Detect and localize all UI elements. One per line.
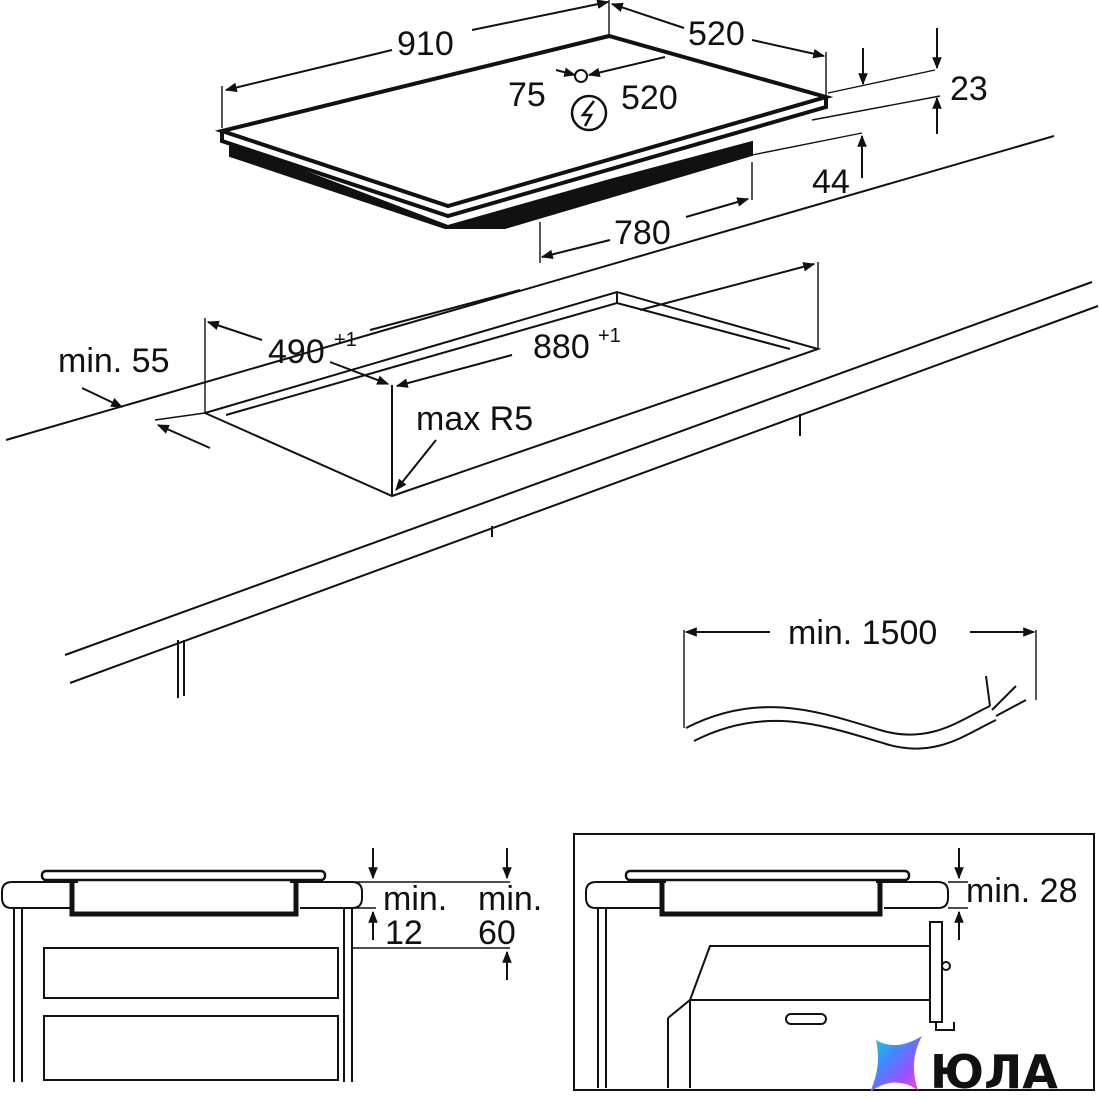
drawer-upper (43, 947, 339, 999)
hob-box-section-left (69, 882, 299, 917)
cutout-width-tolerance: +1 (598, 325, 621, 347)
dim-line-490-right (329, 361, 390, 385)
dim-line-880-left (395, 354, 513, 388)
box-width-label: 780 (614, 214, 671, 252)
watermark: ЮЛА (870, 1036, 1058, 1099)
dim-line-880-right (639, 262, 816, 311)
worktop-left-block-b (585, 881, 666, 909)
hob-box-section-right (659, 882, 883, 917)
dim-line-910-right (471, 0, 610, 31)
connection-depth-label: 520 (621, 79, 678, 117)
section-left: min. 12 min. 60 (1, 848, 542, 1082)
dim-line-880-back (369, 289, 521, 331)
connection-point (574, 69, 588, 83)
watermark-text: ЮЛА (930, 1045, 1058, 1095)
cable-wire-1 (985, 675, 991, 707)
dim-arrow-r5 (395, 439, 437, 491)
hob-drawing: 910 520 75 520 23 44 780 (214, 0, 988, 263)
hob-underside-box (229, 140, 753, 229)
worktop-left-block-a (1, 881, 78, 909)
cable-drawing: min. 1500 (683, 614, 1037, 750)
oven-knob (941, 961, 951, 971)
hob-glass-front-edge (220, 97, 828, 219)
cable-lower (693, 719, 997, 750)
dim-arrow-55-front (156, 424, 211, 449)
box-depth-label: 44 (812, 163, 850, 201)
worktop-right-block-a (290, 881, 363, 909)
oven-foot (935, 1022, 955, 1031)
cable-upper (685, 705, 991, 736)
dim-line-520-left (610, 2, 685, 29)
dim-ext-23-bottom (811, 95, 941, 121)
oven-front (667, 997, 930, 1088)
hob-thickness-label: 23 (950, 70, 988, 108)
section-right: min. 28 (573, 833, 1095, 1091)
dim-line-910-left (224, 49, 393, 93)
cutout-depth-tolerance: +1 (334, 329, 357, 351)
dim-line-780-right (685, 197, 750, 218)
clearance-min-label: min. (478, 880, 542, 918)
dim-line-75 (555, 67, 577, 77)
worktop-drawing: 490 +1 880 +1 min. 55 max R5 (5, 135, 1099, 698)
hob-depth-label: 520 (688, 15, 745, 53)
dim-line-520-right (751, 39, 826, 59)
dim-line-780-left (540, 239, 611, 260)
cable-wire-3 (995, 699, 1027, 717)
worktop-front-edge-top (64, 281, 1093, 656)
hob-width-label: 910 (397, 25, 454, 63)
front-distance-label: min. 55 (58, 342, 170, 380)
gap-value-label: 12 (385, 914, 423, 952)
dim-line-connection-520 (587, 56, 666, 78)
dim-ext-44 (751, 132, 863, 156)
electric-hazard-icon (570, 94, 608, 132)
dim-ext-55 (154, 412, 206, 421)
clearance-value-label: 60 (478, 914, 516, 952)
dim-arrow-55-back (81, 387, 124, 408)
oven-side-panel (929, 921, 943, 1023)
hob-glass-section-left (40, 869, 327, 882)
oven-housing (688, 945, 931, 1001)
oven-handle (785, 1013, 827, 1025)
cable-length-label: min. 1500 (788, 614, 937, 652)
worktop-front-edge-bottom (69, 305, 1099, 684)
hob-glass-section-right (624, 869, 911, 882)
yula-logo-icon (870, 1036, 922, 1092)
dim-ext-23-top (827, 69, 936, 94)
connection-offset-label: 75 (508, 76, 546, 114)
corner-radius-label: max R5 (416, 400, 533, 438)
clearance-right-label: min. 28 (966, 872, 1078, 910)
worktop-right-block-b (876, 881, 949, 909)
drawer-lower (43, 1015, 339, 1081)
gap-min-label: min. (383, 880, 447, 918)
dim-line-490-left (206, 320, 263, 341)
cable-wire-2 (991, 685, 1017, 711)
cutout-width-label: 880 (533, 328, 590, 366)
worktop-back-edge (5, 135, 1055, 441)
section-right-frame (573, 833, 1095, 1091)
cutout-depth-label: 490 (268, 333, 325, 371)
